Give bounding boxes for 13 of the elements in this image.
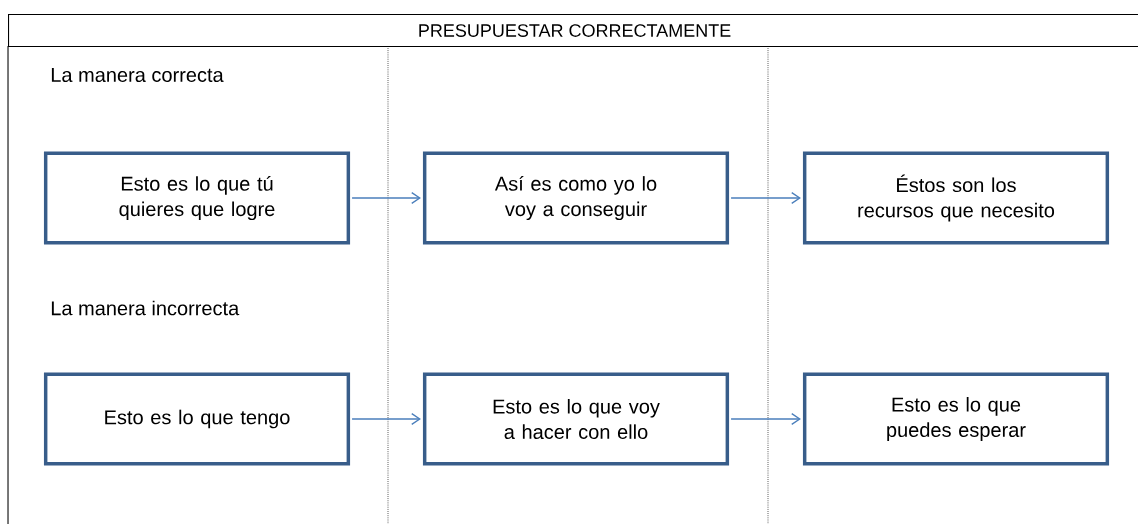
process-box: Así es como yo lo voy a conseguir [422, 151, 730, 245]
row-heading: La manera incorrecta [51, 300, 240, 316]
process-box: Esto es lo que tengo [43, 372, 351, 466]
process-box: Esto es lo que puedes esperar [802, 372, 1110, 466]
arrow [351, 192, 421, 204]
process-box: Esto es lo que tú quieres que logre [43, 151, 351, 245]
arrow [351, 413, 421, 425]
process-box: Éstos son los recursos que necesito [802, 151, 1110, 245]
process-box: Esto es lo que voy a hacer con ello [422, 372, 730, 466]
arrow [730, 192, 801, 204]
arrow [730, 413, 801, 425]
title-bar: PRESUPUESTAR CORRECTAMENTE [8, 14, 1138, 48]
row-heading: La manera correcta [51, 68, 224, 82]
